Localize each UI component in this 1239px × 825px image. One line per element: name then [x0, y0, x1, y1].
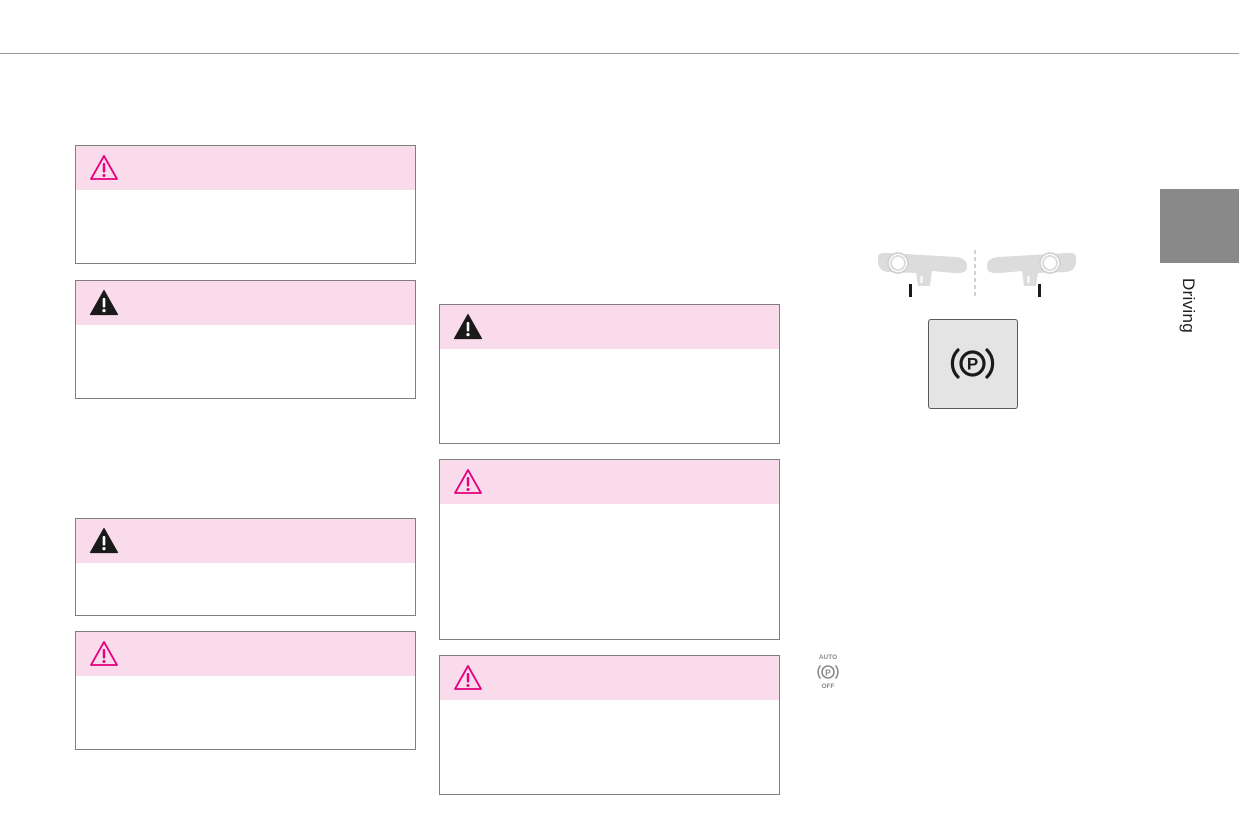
- caution-outline-triangle-icon: [453, 664, 483, 691]
- chapter-tab: [1160, 189, 1239, 263]
- caution-outline-triangle-icon: [89, 640, 119, 667]
- caution-outline-triangle-icon: [89, 154, 119, 181]
- warning-box-header: [76, 519, 415, 563]
- auto-text: AUTO: [819, 654, 837, 661]
- dashboard-lhd-rhd-illustration: [874, 246, 1080, 300]
- warning-box-5: [439, 304, 780, 444]
- header-rule: [0, 53, 1239, 54]
- caution-box-header: [76, 146, 415, 190]
- chapter-label: Driving: [1178, 278, 1198, 348]
- caution-box-6: [439, 459, 780, 640]
- warning-box-header: [440, 305, 779, 349]
- auto-hold-off-icon: AUTO P OFF: [808, 652, 848, 692]
- off-text: OFF: [822, 683, 835, 690]
- chapter-label-text: Driving: [1179, 278, 1198, 334]
- caution-outline-triangle-icon: [453, 468, 483, 495]
- caution-box-1: [75, 145, 416, 264]
- caution-box-header: [440, 460, 779, 504]
- warning-box-header: [76, 281, 415, 325]
- parking-brake-icon: P: [950, 348, 995, 379]
- caution-box-header: [440, 656, 779, 700]
- warning-box-2: [75, 280, 416, 399]
- caution-box-4: [75, 631, 416, 750]
- warning-filled-triangle-icon: [453, 313, 483, 340]
- svg-text:P: P: [967, 355, 978, 374]
- warning-box-3: [75, 518, 416, 616]
- caution-box-7: [439, 655, 780, 795]
- epb-switch-figure: P: [928, 319, 1018, 409]
- warning-filled-triangle-icon: [89, 527, 119, 554]
- svg-text:P: P: [825, 667, 831, 677]
- caution-box-header: [76, 632, 415, 676]
- warning-filled-triangle-icon: [89, 289, 119, 316]
